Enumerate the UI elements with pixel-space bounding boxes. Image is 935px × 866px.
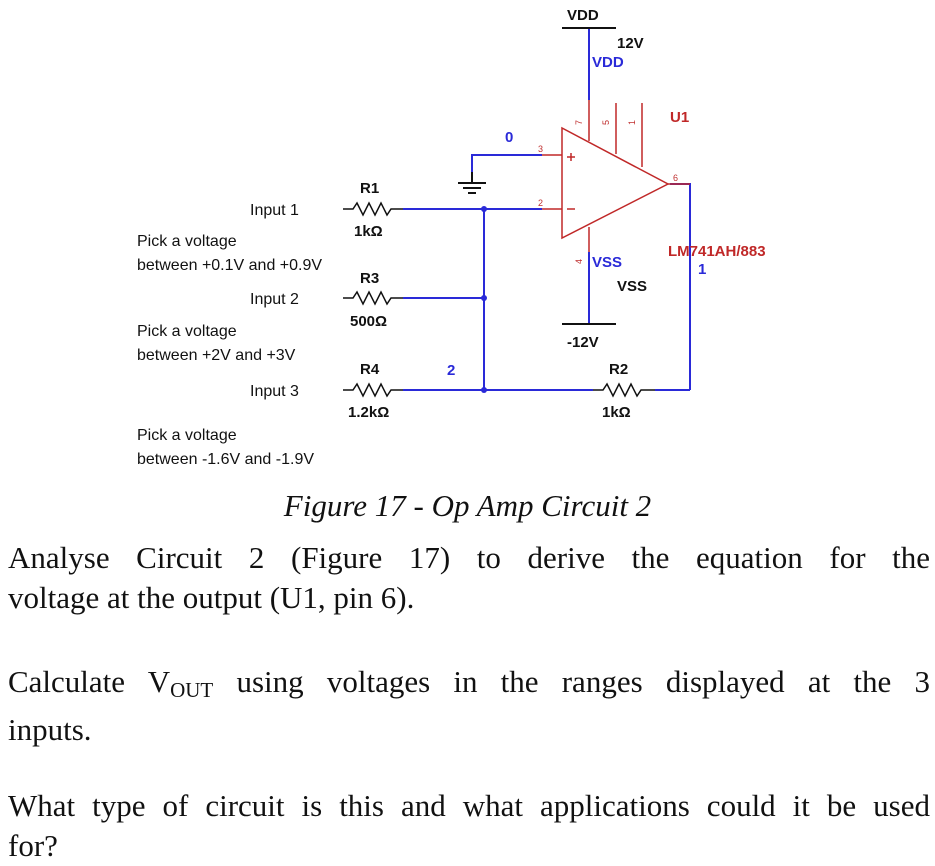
- question-type-line2: for?: [8, 828, 58, 863]
- figure-caption: Figure 17 - Op Amp Circuit 2: [283, 488, 652, 523]
- vss-net-label: VSS: [592, 254, 622, 271]
- input1-label: Input 1: [250, 202, 299, 219]
- pin-label: 4: [574, 259, 584, 264]
- vout-subscript: OUT: [170, 678, 214, 702]
- question-calculate-line2: inputs.: [8, 712, 92, 747]
- question-type: What type of circuit is this and what ap…: [8, 786, 930, 866]
- r3-value: 500Ω: [350, 313, 387, 330]
- input3-note-line2: between -1.6V and -1.9V: [137, 451, 314, 468]
- r4-value: 1.2kΩ: [348, 404, 389, 421]
- resistor-r3-icon: [343, 290, 403, 306]
- junction-dot: [481, 295, 487, 301]
- input3-label: Input 3: [250, 383, 299, 400]
- resistor-r2-icon: [593, 382, 655, 398]
- r1-value: 1kΩ: [354, 223, 383, 240]
- junction-dot: [481, 206, 487, 212]
- supply-symbols: [458, 27, 616, 325]
- r3-ref: R3: [360, 270, 379, 287]
- input2-note-line2: between +2V and +3V: [137, 347, 296, 364]
- pin-label: 7: [574, 120, 584, 125]
- output-net-label: 1: [698, 261, 706, 278]
- question-analyse-line2: voltage at the output (U1, pin 6).: [8, 580, 415, 615]
- opamp-triangle-icon: [561, 126, 670, 240]
- op-amp-schematic: 7 5 1 3 2 4 6 VDD 12V VDD VSS VSS -12V U…: [137, 7, 766, 468]
- r1-ref: R1: [360, 180, 379, 197]
- ground-net-label: 0: [505, 129, 513, 146]
- pin-label: 5: [601, 120, 611, 125]
- input1-note-line1: Pick a voltage: [137, 233, 237, 250]
- r2-value: 1kΩ: [602, 404, 631, 421]
- question-type-line1: What type of circuit is this and what ap…: [8, 788, 930, 823]
- pin-label: 1: [627, 120, 637, 125]
- vdd-voltage: 12V: [617, 35, 644, 52]
- resistor-r4-icon: [343, 382, 403, 398]
- input2-label: Input 2: [250, 291, 299, 308]
- wires: [403, 28, 691, 391]
- vdd-label: VDD: [567, 7, 599, 24]
- vout-symbol: Calculate V: [8, 664, 171, 699]
- vss-label: VSS: [617, 278, 647, 295]
- opamp-ref: U1: [670, 109, 689, 126]
- opamp-part: LM741AH/883: [668, 243, 766, 260]
- pin-label: 3: [538, 144, 543, 154]
- question-calculate: Calculate VOUT using voltages in the ran…: [8, 662, 930, 750]
- output-wire: [670, 183, 691, 390]
- input2-note-line1: Pick a voltage: [137, 323, 237, 340]
- input1-note-line2: between +0.1V and +0.9V: [137, 257, 322, 274]
- ground-wire: [471, 154, 542, 179]
- junction-net-label: 2: [447, 362, 455, 379]
- opamp-symbol: [542, 100, 690, 252]
- r2-ref: R2: [609, 361, 628, 378]
- pin-label: 2: [538, 198, 543, 208]
- question-analyse-line1: Analyse Circuit 2 (Figure 17) to derive …: [8, 540, 930, 575]
- resistor-r1-icon: [343, 201, 403, 217]
- junction-dot: [481, 387, 487, 393]
- question-analyse: Analyse Circuit 2 (Figure 17) to derive …: [8, 538, 930, 618]
- pin-label: 6: [673, 173, 678, 183]
- vss-voltage: -12V: [567, 334, 599, 351]
- question-calculate-text: using voltages in the ranges displayed a…: [213, 664, 930, 699]
- r4-ref: R4: [360, 361, 380, 378]
- question-calculate-line1: Calculate VOUT using voltages in the ran…: [8, 662, 930, 710]
- input3-note-line1: Pick a voltage: [137, 427, 237, 444]
- resistor-symbols: [343, 201, 655, 398]
- vdd-net-label: VDD: [592, 54, 624, 71]
